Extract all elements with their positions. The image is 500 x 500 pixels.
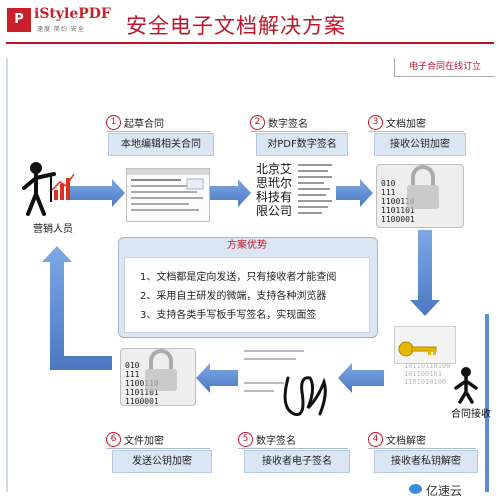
left-rail xyxy=(6,58,8,492)
step-4-number: 4 xyxy=(368,432,383,447)
step-1-underline xyxy=(106,131,210,132)
step-3-title: 文档加密 xyxy=(386,119,426,130)
salesperson-label: 营销人员 xyxy=(33,224,73,235)
company-seal-text: 北京艾思玳尔科技有限公司 xyxy=(256,162,293,218)
step-1-box: 本地编辑相关合同 xyxy=(108,133,214,156)
contract-document-thumbnail xyxy=(126,168,210,222)
step-6-title: 文件加密 xyxy=(124,436,164,447)
header-divider xyxy=(6,42,494,44)
pdf-logo-icon: P xyxy=(7,8,31,32)
subtitle-tab: 电子合同在线订立 xyxy=(394,58,495,77)
advantages-title: 方案优势 xyxy=(227,240,267,251)
binary-text: 010 111 1100110 1101101 1100001 xyxy=(125,361,159,406)
receiver-label: 合同接收 xyxy=(451,409,491,420)
step-5-title: 数字签名 xyxy=(256,436,296,447)
advantages-list xyxy=(124,257,370,333)
certificate-detail-lines xyxy=(298,164,332,214)
arrow-left-2 xyxy=(196,363,238,393)
step-2-number: 2 xyxy=(250,115,265,130)
watermark-text: 亿速云 xyxy=(426,484,463,498)
step-1-number: 1 xyxy=(106,115,121,130)
receiver-binary: 10110110100 101100101 1101010100 xyxy=(404,362,451,386)
step-5-underline xyxy=(238,448,348,449)
step-4-underline xyxy=(368,448,476,449)
step-2-underline xyxy=(250,131,346,132)
advantage-item: 3、支持各类手写板手写签名，实现面签 xyxy=(140,310,317,321)
step-3-underline xyxy=(368,131,464,132)
arrow-right-3 xyxy=(336,179,373,207)
step-4-title: 文档解密 xyxy=(386,436,426,447)
step-2-title: 数字签名 xyxy=(268,119,308,130)
step-4-box: 接收者私钥解密 xyxy=(374,450,478,473)
step-6-underline xyxy=(106,448,210,449)
key-icon xyxy=(398,341,437,357)
receiver-person-icon xyxy=(454,367,478,404)
step-5-number: 5 xyxy=(238,432,253,447)
handwritten-signature xyxy=(244,348,336,426)
brand-slogan: 速度 简约 安全 xyxy=(37,26,85,33)
step-3-number: 3 xyxy=(368,115,383,130)
right-rail xyxy=(485,314,489,492)
advantage-item: 1、文档都是定向发送，只有接收者才能查阅 xyxy=(140,272,337,283)
arrow-back-up xyxy=(42,246,112,370)
step-1-title: 起草合同 xyxy=(124,119,164,130)
arrow-right-2 xyxy=(210,179,251,207)
arrow-down xyxy=(410,230,440,316)
encrypted-document: 010 111 1100110 1101101 1100001 xyxy=(376,164,464,228)
step-2-box: 对PDF数字签名 xyxy=(256,133,348,156)
lock-icon xyxy=(407,165,439,209)
step-6-number: 6 xyxy=(106,432,121,447)
page-title: 安全电子文档解决方案 xyxy=(126,14,346,38)
arrow-right-1 xyxy=(68,179,125,207)
step-5-box: 接收者电子签名 xyxy=(244,450,350,473)
lock-icon xyxy=(145,349,177,391)
step-3-box: 接收公钥加密 xyxy=(374,133,466,156)
binary-text: 010 111 1100110 1101101 1100001 xyxy=(381,179,415,224)
cloud-logo-icon xyxy=(409,484,422,494)
brand-name: iStylePDF xyxy=(34,6,111,22)
digital-signature-seal: 北京艾思玳尔科技有限公司 xyxy=(256,160,336,226)
encrypted-document-send: 010 111 1100110 1101101 1100001 xyxy=(120,348,196,406)
advantage-item: 2、采用自主研发的微端，支持各种浏览器 xyxy=(140,291,327,302)
salesperson-icon xyxy=(22,162,75,216)
step-6-box: 发送公钥加密 xyxy=(112,450,212,473)
arrow-left-1 xyxy=(338,363,384,393)
